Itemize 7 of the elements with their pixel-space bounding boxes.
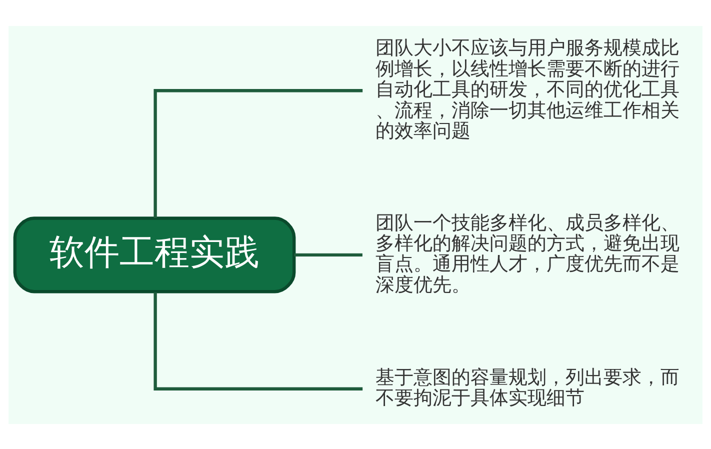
connector: [294, 252, 362, 256]
connector: [154, 292, 363, 390]
node-box: 软件工程实践: [13, 216, 296, 293]
node-text: 基于意图的容量规划，列出要求，而不要拘泥于具体实现细节: [375, 364, 680, 409]
node-text: 团队一个技能多样化、成员多样化、多样化的解决问题的方式，避免出现盲点。通用性人才，广度优先而不是深度优先。: [375, 210, 680, 296]
node-text: 团队大小不应该与用户服务规模成比例增长，以线性增长需要不断的进行自动化工具的研发，不同的优化工具、流程，消除一切其他运维工作相关的效率问题: [375, 36, 680, 142]
connector: [154, 88, 363, 218]
